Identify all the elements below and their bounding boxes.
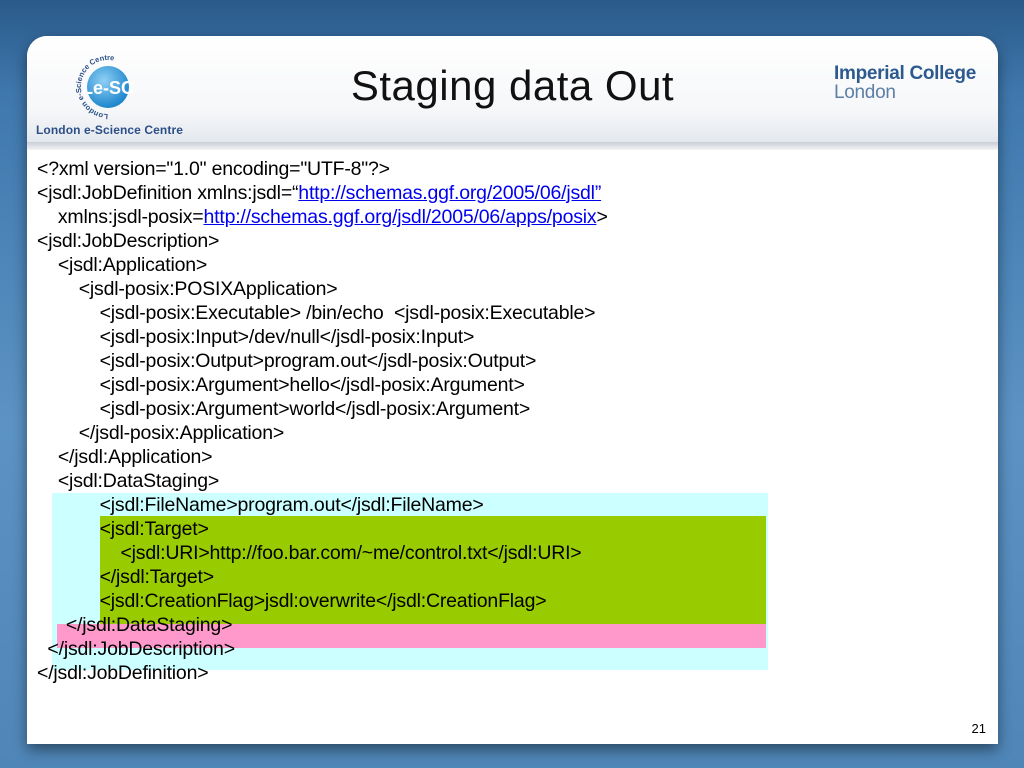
code-line: </jsdl:Application> <box>37 446 213 468</box>
code-line: <jsdl:JobDefinition xmlns:jsdl=“http://s… <box>37 181 601 205</box>
code-line: </jsdl:JobDefinition> <box>37 662 209 684</box>
imperial-college-logo: Imperial College London <box>834 64 976 102</box>
header-divider <box>27 142 998 150</box>
code-line: <jsdl-posix:Output>program.out</jsdl-pos… <box>37 350 537 372</box>
code-line: <jsdl-posix:Executable> /bin/echo <jsdl-… <box>37 302 596 324</box>
imperial-logo-line1: Imperial College <box>834 63 976 84</box>
code-line: <jsdl:Application> <box>37 254 208 276</box>
code-line: <jsdl-posix:Argument>hello</jsdl-posix:A… <box>37 374 525 396</box>
code-line: <jsdl-posix:Input>/dev/null</jsdl-posix:… <box>37 326 475 348</box>
target-highlight <box>100 516 766 624</box>
code-line: <jsdl:CreationFlag>jsdl:overwrite</jsdl:… <box>37 590 547 612</box>
slide-header: London e-Science Centre Le-SC London e-S… <box>27 36 998 142</box>
code-line: </jsdl:Target> <box>37 566 214 588</box>
posix-namespace-link[interactable]: http://schemas.ggf.org/jsdl/2005/06/apps… <box>203 206 597 228</box>
code-line: <jsdl:Target> <box>37 518 209 540</box>
code-line: </jsdl:DataStaging> <box>45 614 233 636</box>
code-text: xmlns:jsdl-posix= <box>37 206 204 228</box>
data-staging-close-highlight <box>57 624 766 648</box>
code-text: > <box>596 206 608 228</box>
code-line: <jsdl:JobDescription> <box>37 230 220 252</box>
code-line: </jsdl:JobDescription> <box>37 638 235 660</box>
slide-title: Staging data Out <box>350 62 675 109</box>
code-line: <jsdl:DataStaging> <box>37 470 220 492</box>
code-line: <jsdl:FileName>program.out</jsdl:FileNam… <box>37 494 484 516</box>
code-line: <jsdl-posix:POSIXApplication> <box>37 278 338 300</box>
logo-caption: London e-Science Centre <box>36 123 183 137</box>
code-line: xmlns:jsdl-posix=http://schemas.ggf.org/… <box>37 205 608 229</box>
jsdl-namespace-link[interactable]: http://schemas.ggf.org/2005/06/jsdl” <box>298 182 602 204</box>
code-line: <jsdl-posix:Argument>world</jsdl-posix:A… <box>37 398 531 420</box>
code-line: <jsdl:URI>http://foo.bar.com/~me/control… <box>37 542 582 564</box>
slide: London e-Science Centre Le-SC London e-S… <box>27 36 998 744</box>
code-line: <?xml version="1.0" encoding="UTF-8"?> <box>37 158 390 180</box>
code-text: <jsdl:JobDefinition xmlns:jsdl=“ <box>37 182 299 204</box>
page-number: 21 <box>971 721 986 736</box>
code-line: </jsdl-posix:Application> <box>37 422 285 444</box>
lesc-logo: London e-Science Centre Le-SC <box>74 53 134 121</box>
imperial-logo-line2: London <box>834 82 896 103</box>
svg-text:Le-SC: Le-SC <box>82 78 134 98</box>
